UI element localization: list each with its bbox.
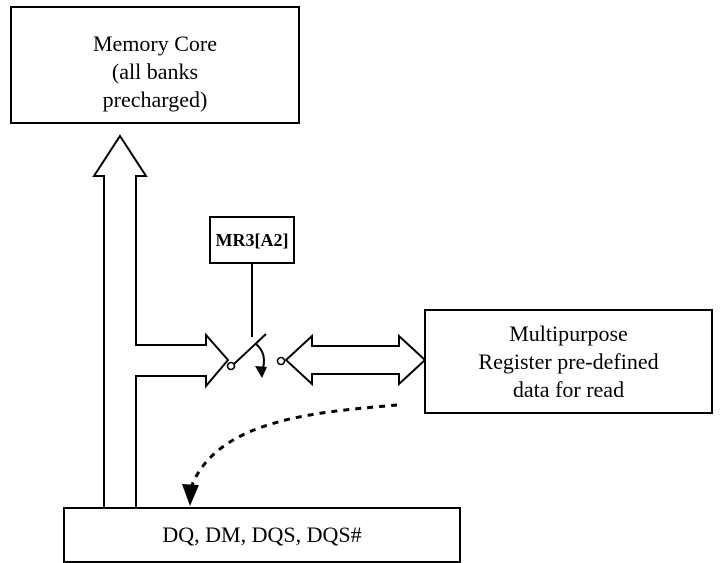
memory-core-label: Memory Core (all banks precharged) — [11, 30, 299, 114]
mpr-label: Multipurpose Register pre-defined data f… — [425, 320, 712, 404]
dq-bus-label: DQ, DM, DQS, DQS# — [162, 522, 362, 547]
memory-bus-arrow — [92, 134, 230, 555]
memory-core-box — [10, 6, 300, 124]
switch-right-contact — [276, 356, 286, 366]
memory-core-line-1: Memory Core — [92, 31, 218, 56]
dq-bus-box — [63, 507, 461, 563]
memory-core-line-3: precharged) — [102, 87, 208, 112]
read-path-arrowhead — [182, 484, 199, 506]
switch-left-contact — [226, 361, 236, 371]
read-path-dotted — [190, 403, 398, 486]
mpr-line-2: Register pre-defined — [478, 349, 659, 374]
mr3-a2-label: MR3[A2] — [215, 230, 289, 250]
mpr-line-1: Multipurpose — [509, 321, 628, 346]
mpr-box — [424, 309, 713, 414]
mpr-bus-arrow — [284, 333, 427, 387]
memory-core-line-2: (all banks — [111, 59, 199, 84]
mpr-line-3: data for read — [512, 377, 625, 402]
switch-blade — [233, 333, 267, 365]
switch-action-arrowhead — [255, 366, 267, 378]
